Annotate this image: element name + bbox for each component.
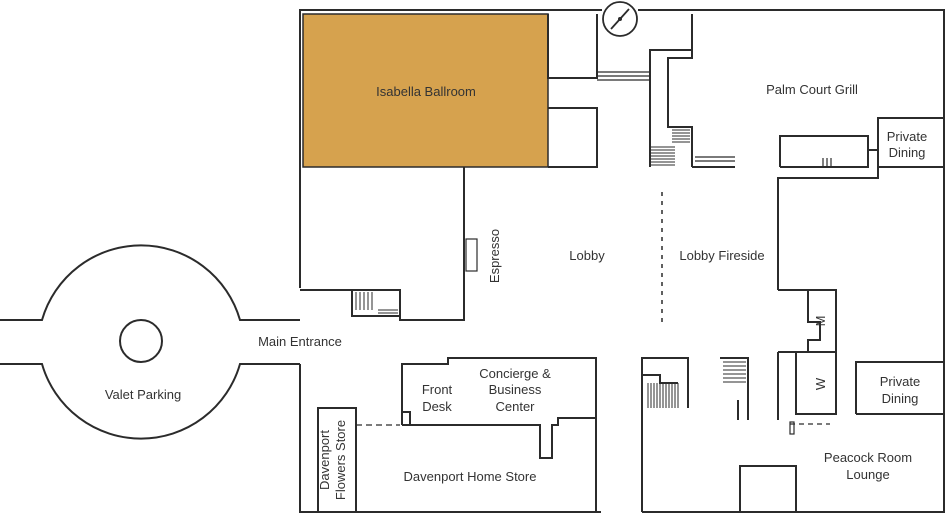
private-dining-top-walls xyxy=(777,117,944,290)
label-concierge-3: Center xyxy=(495,399,535,414)
palm-court-grill-walls xyxy=(691,14,869,168)
label-peacock-1: Peacock Room xyxy=(824,450,912,465)
isabella-ballroom-area[interactable] xyxy=(302,13,549,168)
label-private-dining-bottom-2: Dining xyxy=(882,391,919,406)
flowers-store-walls xyxy=(317,407,400,512)
label-valet-parking: Valet Parking xyxy=(105,387,181,402)
label-palm-court-grill: Palm Court Grill xyxy=(766,82,858,97)
label-front-desk-2: Desk xyxy=(422,399,452,414)
front-desk-walls xyxy=(401,357,597,512)
compass-icon xyxy=(602,1,638,37)
label-flowers-store-1: Davenport xyxy=(317,430,332,490)
label-private-dining-top-1: Private xyxy=(887,129,927,144)
label-espresso: Espresso xyxy=(487,229,502,283)
restroom-walls xyxy=(777,289,837,420)
label-main-entrance: Main Entrance xyxy=(258,334,342,349)
valet-island xyxy=(119,319,163,363)
palm-court-stairs xyxy=(649,49,693,167)
label-front-desk-1: Front xyxy=(422,382,453,397)
private-dining-bottom-walls xyxy=(789,361,944,435)
label-concierge-1: Concierge & xyxy=(479,366,551,381)
label-flowers-store-2: Flowers Store xyxy=(333,420,348,500)
room-labels: Isabella Ballroom Palm Court Grill Priva… xyxy=(105,82,927,500)
label-private-dining-top-2: Dining xyxy=(889,145,926,160)
label-lobby: Lobby xyxy=(569,248,605,263)
peacock-lounge-walls xyxy=(641,357,797,513)
espresso-area-walls xyxy=(300,167,478,321)
label-peacock-2: Lounge xyxy=(846,467,889,482)
label-isabella-ballroom: Isabella Ballroom xyxy=(376,84,476,99)
valet-parking-drive xyxy=(0,244,300,440)
label-concierge-2: Business xyxy=(489,382,542,397)
label-home-store: Davenport Home Store xyxy=(404,469,537,484)
label-private-dining-bottom-1: Private xyxy=(880,374,920,389)
label-lobby-fireside: Lobby Fireside xyxy=(679,248,764,263)
ballroom-side-rooms xyxy=(547,14,650,168)
label-womens-restroom: W xyxy=(813,377,828,390)
label-mens-restroom: M xyxy=(813,316,828,327)
